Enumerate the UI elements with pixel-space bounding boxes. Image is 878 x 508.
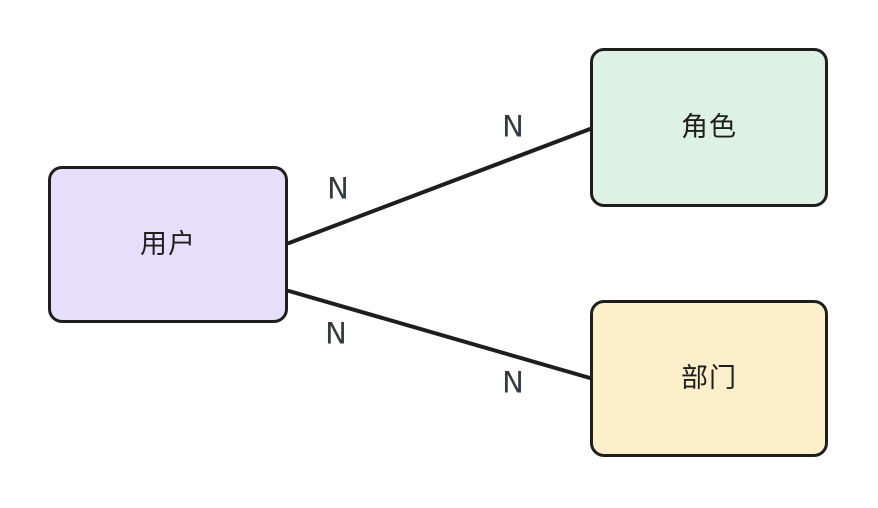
cardinality-user-role-target: N <box>502 109 524 144</box>
cardinality-user-department-target: N <box>502 365 524 400</box>
cardinality-user-department-source: N <box>325 316 347 351</box>
edge-user-department <box>287 289 592 380</box>
node-department[interactable]: 部门 <box>590 300 828 457</box>
node-role-label: 角色 <box>681 112 737 143</box>
node-role[interactable]: 角色 <box>590 48 828 207</box>
cardinality-user-role-source: N <box>327 171 349 206</box>
node-user-label: 用户 <box>140 229 196 260</box>
edge-user-role <box>287 127 592 245</box>
node-user[interactable]: 用户 <box>48 166 288 323</box>
node-department-label: 部门 <box>681 363 737 394</box>
